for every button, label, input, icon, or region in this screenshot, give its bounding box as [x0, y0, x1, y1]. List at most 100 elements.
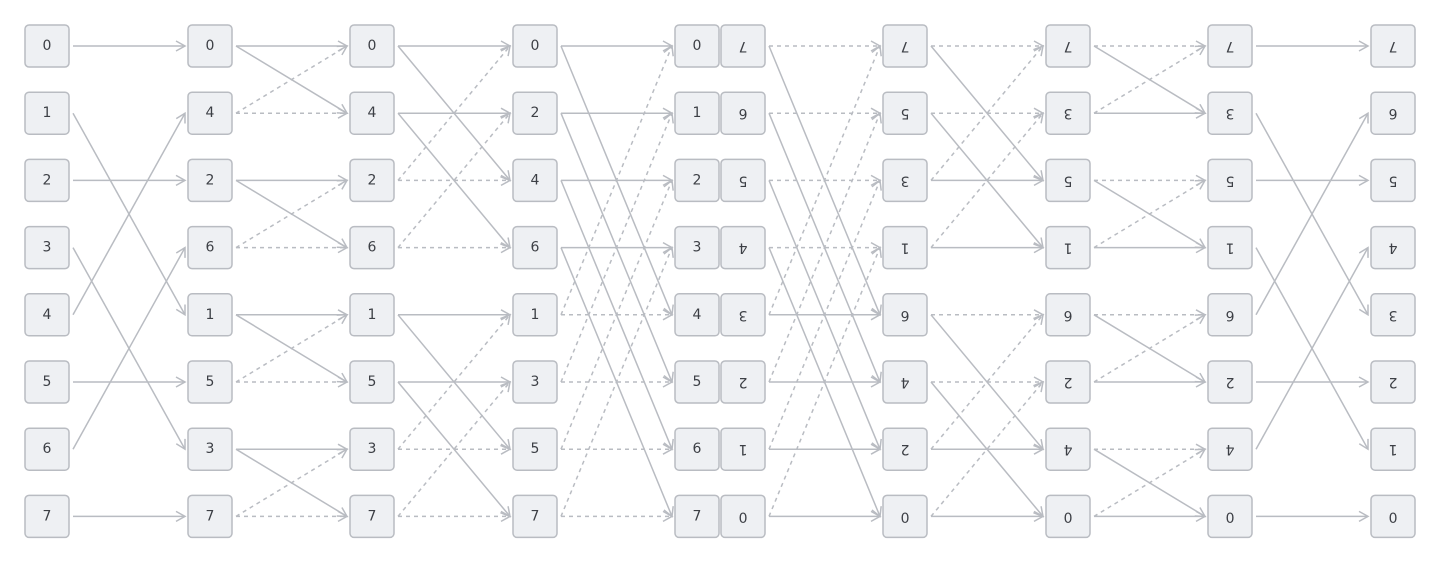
- node-box: [187, 225, 233, 270]
- stage-0-edges: [72, 40, 187, 523]
- node: 2: [720, 360, 766, 404]
- node: 3: [1370, 293, 1416, 337]
- node-label: 6: [900, 307, 909, 323]
- dashed-edge: [235, 179, 349, 249]
- node-label: 1: [739, 441, 748, 457]
- node-box: [674, 360, 720, 404]
- node: 5: [24, 360, 70, 404]
- node-box: [512, 24, 558, 68]
- node-label: 3: [43, 240, 52, 256]
- node-box: [1045, 24, 1091, 68]
- node-box: [512, 427, 558, 471]
- node: 4: [187, 91, 233, 135]
- node-label: 1: [693, 105, 702, 121]
- solid-edge: [1255, 246, 1369, 450]
- node-label: 6: [693, 441, 702, 457]
- node-label: 0: [43, 38, 52, 54]
- node-label: 0: [531, 38, 540, 54]
- node-label: 0: [1389, 508, 1398, 524]
- node-box: [349, 494, 395, 539]
- node-label: 3: [368, 441, 377, 457]
- node-label: 1: [531, 307, 540, 323]
- node: 5: [349, 360, 395, 404]
- node-box: [882, 24, 928, 68]
- node: 4: [674, 293, 720, 337]
- node-label: 2: [531, 105, 540, 121]
- node-box: [674, 158, 720, 203]
- node-label: 1: [1389, 441, 1398, 457]
- node-label: 6: [368, 240, 377, 256]
- node-label: 5: [693, 374, 702, 390]
- node-label: 6: [531, 240, 540, 256]
- node: 6: [674, 427, 720, 471]
- node-box: [1207, 225, 1253, 270]
- node-box: [674, 494, 720, 539]
- node-box: [882, 360, 928, 404]
- node-label: 4: [693, 307, 702, 323]
- stage-6-edges: [1093, 40, 1207, 523]
- node-label: 3: [901, 172, 910, 188]
- node: 2: [1045, 360, 1091, 404]
- node-box: [349, 91, 395, 135]
- node-label: 5: [1389, 172, 1398, 188]
- node-label: 4: [531, 172, 540, 188]
- node: 2: [882, 427, 928, 471]
- stage-5-edges: [930, 40, 1045, 523]
- dashed-edge: [1093, 45, 1207, 114]
- node-box: [674, 225, 720, 270]
- node-box: [187, 91, 233, 135]
- node-box: [720, 91, 766, 135]
- node: 7: [720, 24, 766, 68]
- dashed-edge: [560, 178, 674, 450]
- node-label: 5: [368, 374, 377, 390]
- node: 0: [512, 24, 558, 68]
- node: 5: [882, 91, 928, 135]
- node-label: 4: [1388, 240, 1397, 256]
- node: 1: [882, 225, 928, 270]
- node: 1: [24, 91, 70, 135]
- node: 7: [1207, 24, 1253, 68]
- node-label: 0: [368, 38, 377, 54]
- node: 3: [24, 225, 70, 270]
- node: 3: [1207, 91, 1253, 135]
- node: 2: [674, 158, 720, 203]
- node: 3: [882, 158, 928, 203]
- dashed-edge: [768, 246, 882, 517]
- dashed-edge: [1093, 179, 1207, 249]
- node: 4: [1045, 427, 1091, 471]
- node-label: 1: [206, 307, 215, 323]
- node-label: 0: [693, 38, 702, 54]
- node-box: [1045, 293, 1091, 337]
- node: 4: [24, 293, 70, 337]
- node: 0: [24, 24, 70, 68]
- node-label: 4: [43, 307, 52, 323]
- stage-2-edges: [397, 40, 512, 523]
- node-label: 3: [1226, 105, 1235, 121]
- node: 1: [674, 91, 720, 135]
- solid-edge: [72, 246, 186, 450]
- solid-edge: [930, 112, 1044, 249]
- node-box: [349, 225, 395, 270]
- nodes-layer: 0123456704261537042615370246135701234567…: [24, 24, 1416, 539]
- node-box: [720, 293, 766, 337]
- node-label: 6: [1388, 105, 1397, 121]
- node: 6: [1045, 293, 1091, 337]
- node-box: [24, 24, 70, 68]
- node-label: 5: [1226, 172, 1235, 188]
- node-label: 6: [206, 240, 215, 256]
- node-label: 5: [531, 441, 540, 457]
- node: 6: [187, 225, 233, 270]
- node-label: 5: [43, 374, 52, 390]
- node-box: [512, 494, 558, 539]
- node-box: [1207, 494, 1253, 539]
- node-box: [882, 158, 928, 203]
- node-box: [187, 427, 233, 471]
- node-box: [1207, 360, 1253, 404]
- dashed-edge: [930, 313, 1044, 450]
- dashed-edge: [930, 44, 1044, 181]
- node-label: 2: [1226, 374, 1235, 390]
- node-label: 4: [206, 105, 215, 121]
